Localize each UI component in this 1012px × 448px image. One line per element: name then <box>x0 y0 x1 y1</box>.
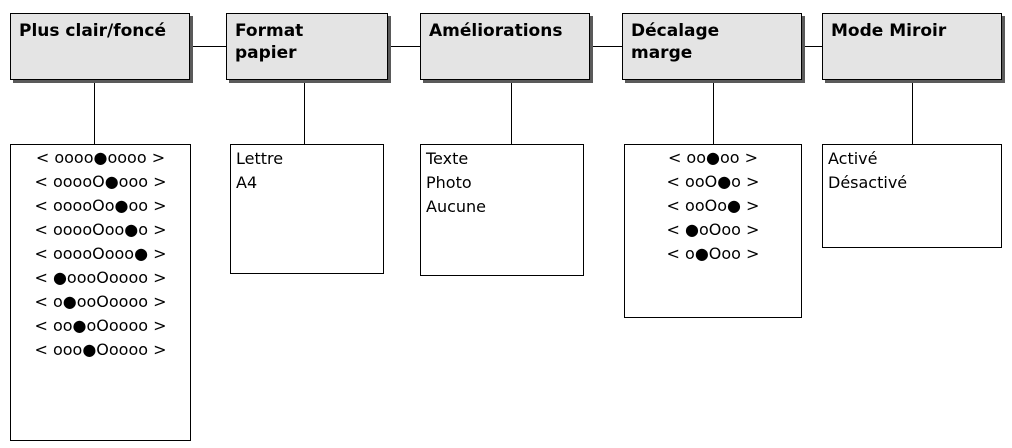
connector-4-5 <box>802 46 822 47</box>
drop-line-3 <box>511 81 512 144</box>
option-row: Texte <box>426 149 469 168</box>
connector-3-4 <box>590 46 622 47</box>
option-row: Activé <box>828 149 878 168</box>
option-row: < ooo●Ooooo > <box>34 340 167 359</box>
drop-line-4 <box>713 81 714 144</box>
option-row: < ooOo● > <box>666 196 760 215</box>
options-box-plus-clair-fonce: < oooo●oooo > < ooooO●ooo > < ooooOo●oo … <box>10 144 191 441</box>
connector-1-2 <box>190 46 226 47</box>
options-box-format-papier: Lettre A4 <box>230 144 384 274</box>
menu-header-format-papier: Format papier <box>226 13 388 80</box>
connector-2-3 <box>388 46 420 47</box>
options-box-mode-miroir: Activé Désactivé <box>822 144 1002 248</box>
option-row: Aucune <box>426 197 487 216</box>
menu-header-mode-miroir: Mode Miroir <box>822 13 1002 80</box>
option-row: Lettre <box>236 149 284 168</box>
option-row: < ooooOooo● > <box>34 244 167 263</box>
option-row: < ooooOoo●o > <box>34 220 167 239</box>
options-box-decalage-marge: < oo●oo > < ooO●o > < ooOo● > < ●oOoo > … <box>624 144 802 318</box>
drop-line-2 <box>304 81 305 144</box>
option-row: < oo●oOoooo > <box>34 316 167 335</box>
drop-line-5 <box>912 81 913 144</box>
option-row: < ●oOoo > <box>666 220 760 239</box>
menu-header-ameliorations: Améliorations <box>420 13 590 80</box>
option-row: Photo <box>426 173 472 192</box>
option-row: < ●oooOoooo > <box>34 268 167 287</box>
option-row: < ooO●o > <box>666 172 760 191</box>
option-row: A4 <box>236 173 258 192</box>
option-row: < ooooOo●oo > <box>34 196 167 215</box>
option-row: Désactivé <box>828 173 908 192</box>
option-row: < oooo●oooo > <box>35 148 166 167</box>
option-row: < o●ooOoooo > <box>34 292 167 311</box>
menu-header-decalage-marge: Décalage marge <box>622 13 802 80</box>
option-row: < oo●oo > <box>667 148 759 167</box>
options-box-ameliorations: Texte Photo Aucune <box>420 144 584 276</box>
option-row: < ooooO●ooo > <box>34 172 167 191</box>
drop-line-1 <box>94 81 95 144</box>
menu-header-plus-clair-fonce: Plus clair/foncé <box>10 13 190 80</box>
option-row: < o●Ooo > <box>666 244 760 263</box>
